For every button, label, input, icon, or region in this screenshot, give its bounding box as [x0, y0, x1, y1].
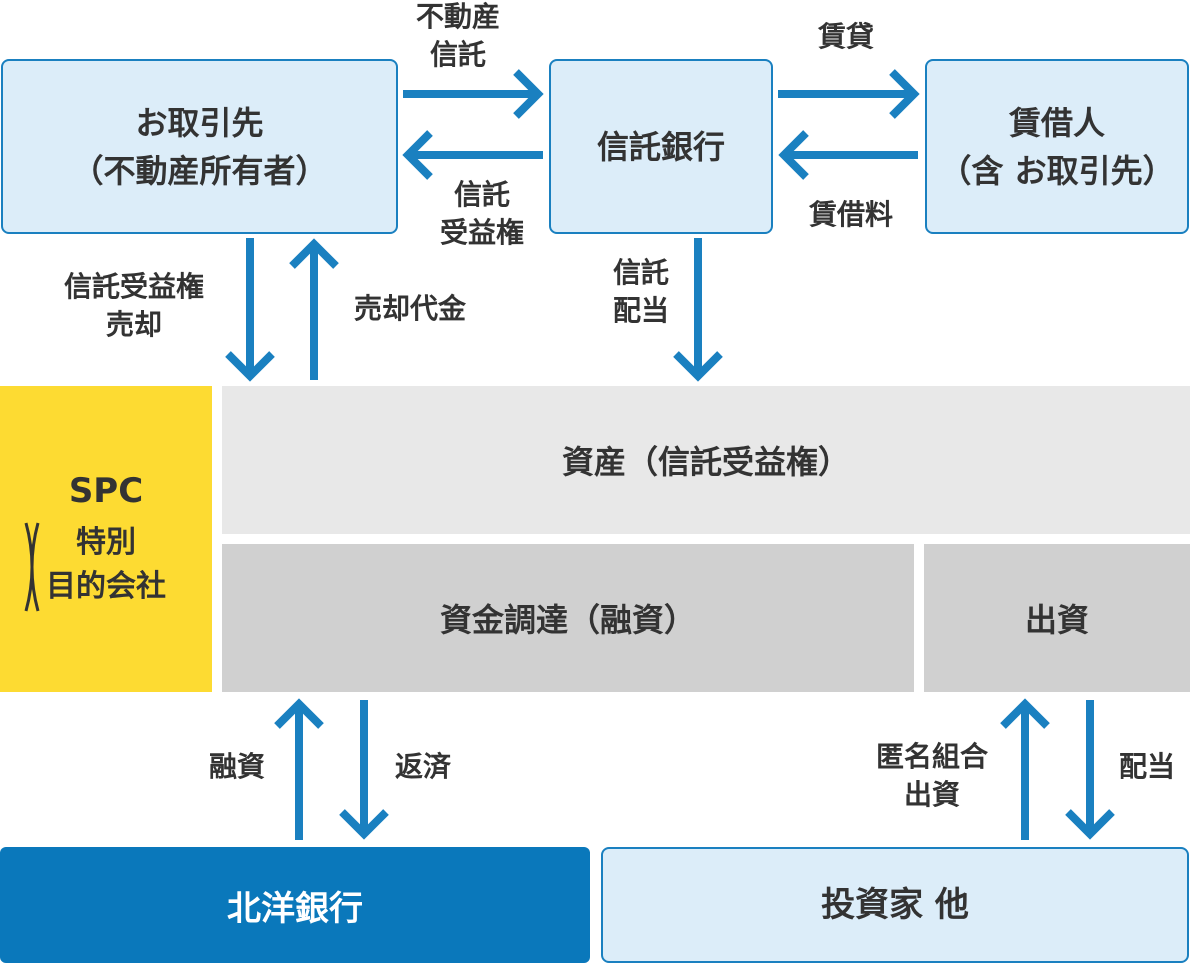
equity-box: 出資	[924, 544, 1190, 692]
rent-text: 賃借料	[808, 198, 893, 231]
lease-text: 賃貸	[817, 20, 874, 53]
trust-beneficiary-label: 信託 受益権	[420, 176, 544, 252]
investors-label: 投資家 他	[821, 885, 969, 925]
spc-box: SPC 特別 目的会社	[0, 386, 212, 692]
trust-bank-label: 信託銀行	[596, 127, 725, 166]
arrow-dividend	[1065, 700, 1115, 840]
tk-investment-line2: 出資	[903, 778, 960, 811]
rent-label: 賃借料	[786, 196, 916, 234]
arrow-loan	[274, 698, 324, 840]
funding-label: 資金調達（融資）	[439, 601, 696, 639]
trust-beneficiary-line1: 信託	[453, 178, 510, 211]
re-trust-label: 不動産 信託	[396, 0, 520, 74]
arrow-re-trust	[403, 69, 544, 119]
arrow-repayment	[339, 700, 389, 840]
spc-desc-line1: 特別	[76, 525, 136, 560]
arrow-sale	[225, 238, 275, 382]
trust-dividend-label: 信託 配当	[594, 254, 688, 330]
arrow-proceeds	[289, 238, 339, 380]
lessee-box: 賃借人 （含 お取引先）	[925, 59, 1189, 234]
re-trust-line1: 不動産	[415, 0, 500, 33]
loan-text: 融資	[208, 750, 265, 783]
spc-desc-line2: 目的会社	[46, 569, 166, 604]
trust-dividend-line1: 信託	[612, 256, 669, 289]
arrow-trust-dividend	[673, 238, 723, 382]
lease-label: 賃貸	[796, 18, 896, 56]
equity-label: 出資	[1024, 601, 1089, 639]
trust-beneficiary-line2: 受益権	[439, 216, 524, 249]
trust-bank-box: 信託銀行	[549, 59, 773, 234]
asset-label: 資産（信託受益権）	[561, 443, 850, 481]
arrow-lease	[778, 69, 920, 119]
lessee-note: （含 お取引先）	[939, 151, 1175, 190]
right-paren	[24, 522, 34, 612]
client-name: お取引先	[135, 103, 264, 142]
hokuyo-bank-box: 北洋銀行	[0, 847, 590, 963]
sale-line1: 信託受益権	[63, 270, 204, 303]
re-trust-line2: 信託	[429, 38, 486, 71]
arrow-tk-investment	[1000, 698, 1050, 840]
trust-dividend-line2: 配当	[612, 294, 669, 327]
client-box: お取引先 （不動産所有者）	[1, 59, 398, 234]
proceeds-label: 売却代金	[330, 290, 490, 328]
repayment-label: 返済	[376, 748, 470, 786]
proceeds-text: 売却代金	[353, 292, 466, 325]
spc-label: SPC	[68, 471, 144, 511]
tk-investment-label: 匿名組合 出資	[852, 738, 1012, 814]
loan-label: 融資	[190, 748, 284, 786]
tk-investment-line1: 匿名組合	[875, 740, 988, 773]
sale-line2: 売却	[105, 308, 162, 341]
arrow-rent	[778, 130, 918, 180]
dividend-text: 配当	[1118, 750, 1175, 783]
arrow-trust-beneficiary	[402, 130, 543, 180]
dividend-label: 配当	[1100, 748, 1190, 786]
funding-box: 資金調達（融資）	[222, 544, 914, 692]
investors-box: 投資家 他	[601, 847, 1189, 963]
sale-label: 信託受益権 売却	[36, 268, 232, 344]
repayment-text: 返済	[394, 750, 451, 783]
hokuyo-bank-label: 北洋銀行	[227, 888, 363, 929]
client-role: （不動産所有者）	[71, 151, 328, 190]
asset-box: 資産（信託受益権）	[222, 386, 1190, 534]
lessee-name: 賃借人	[1008, 103, 1105, 142]
